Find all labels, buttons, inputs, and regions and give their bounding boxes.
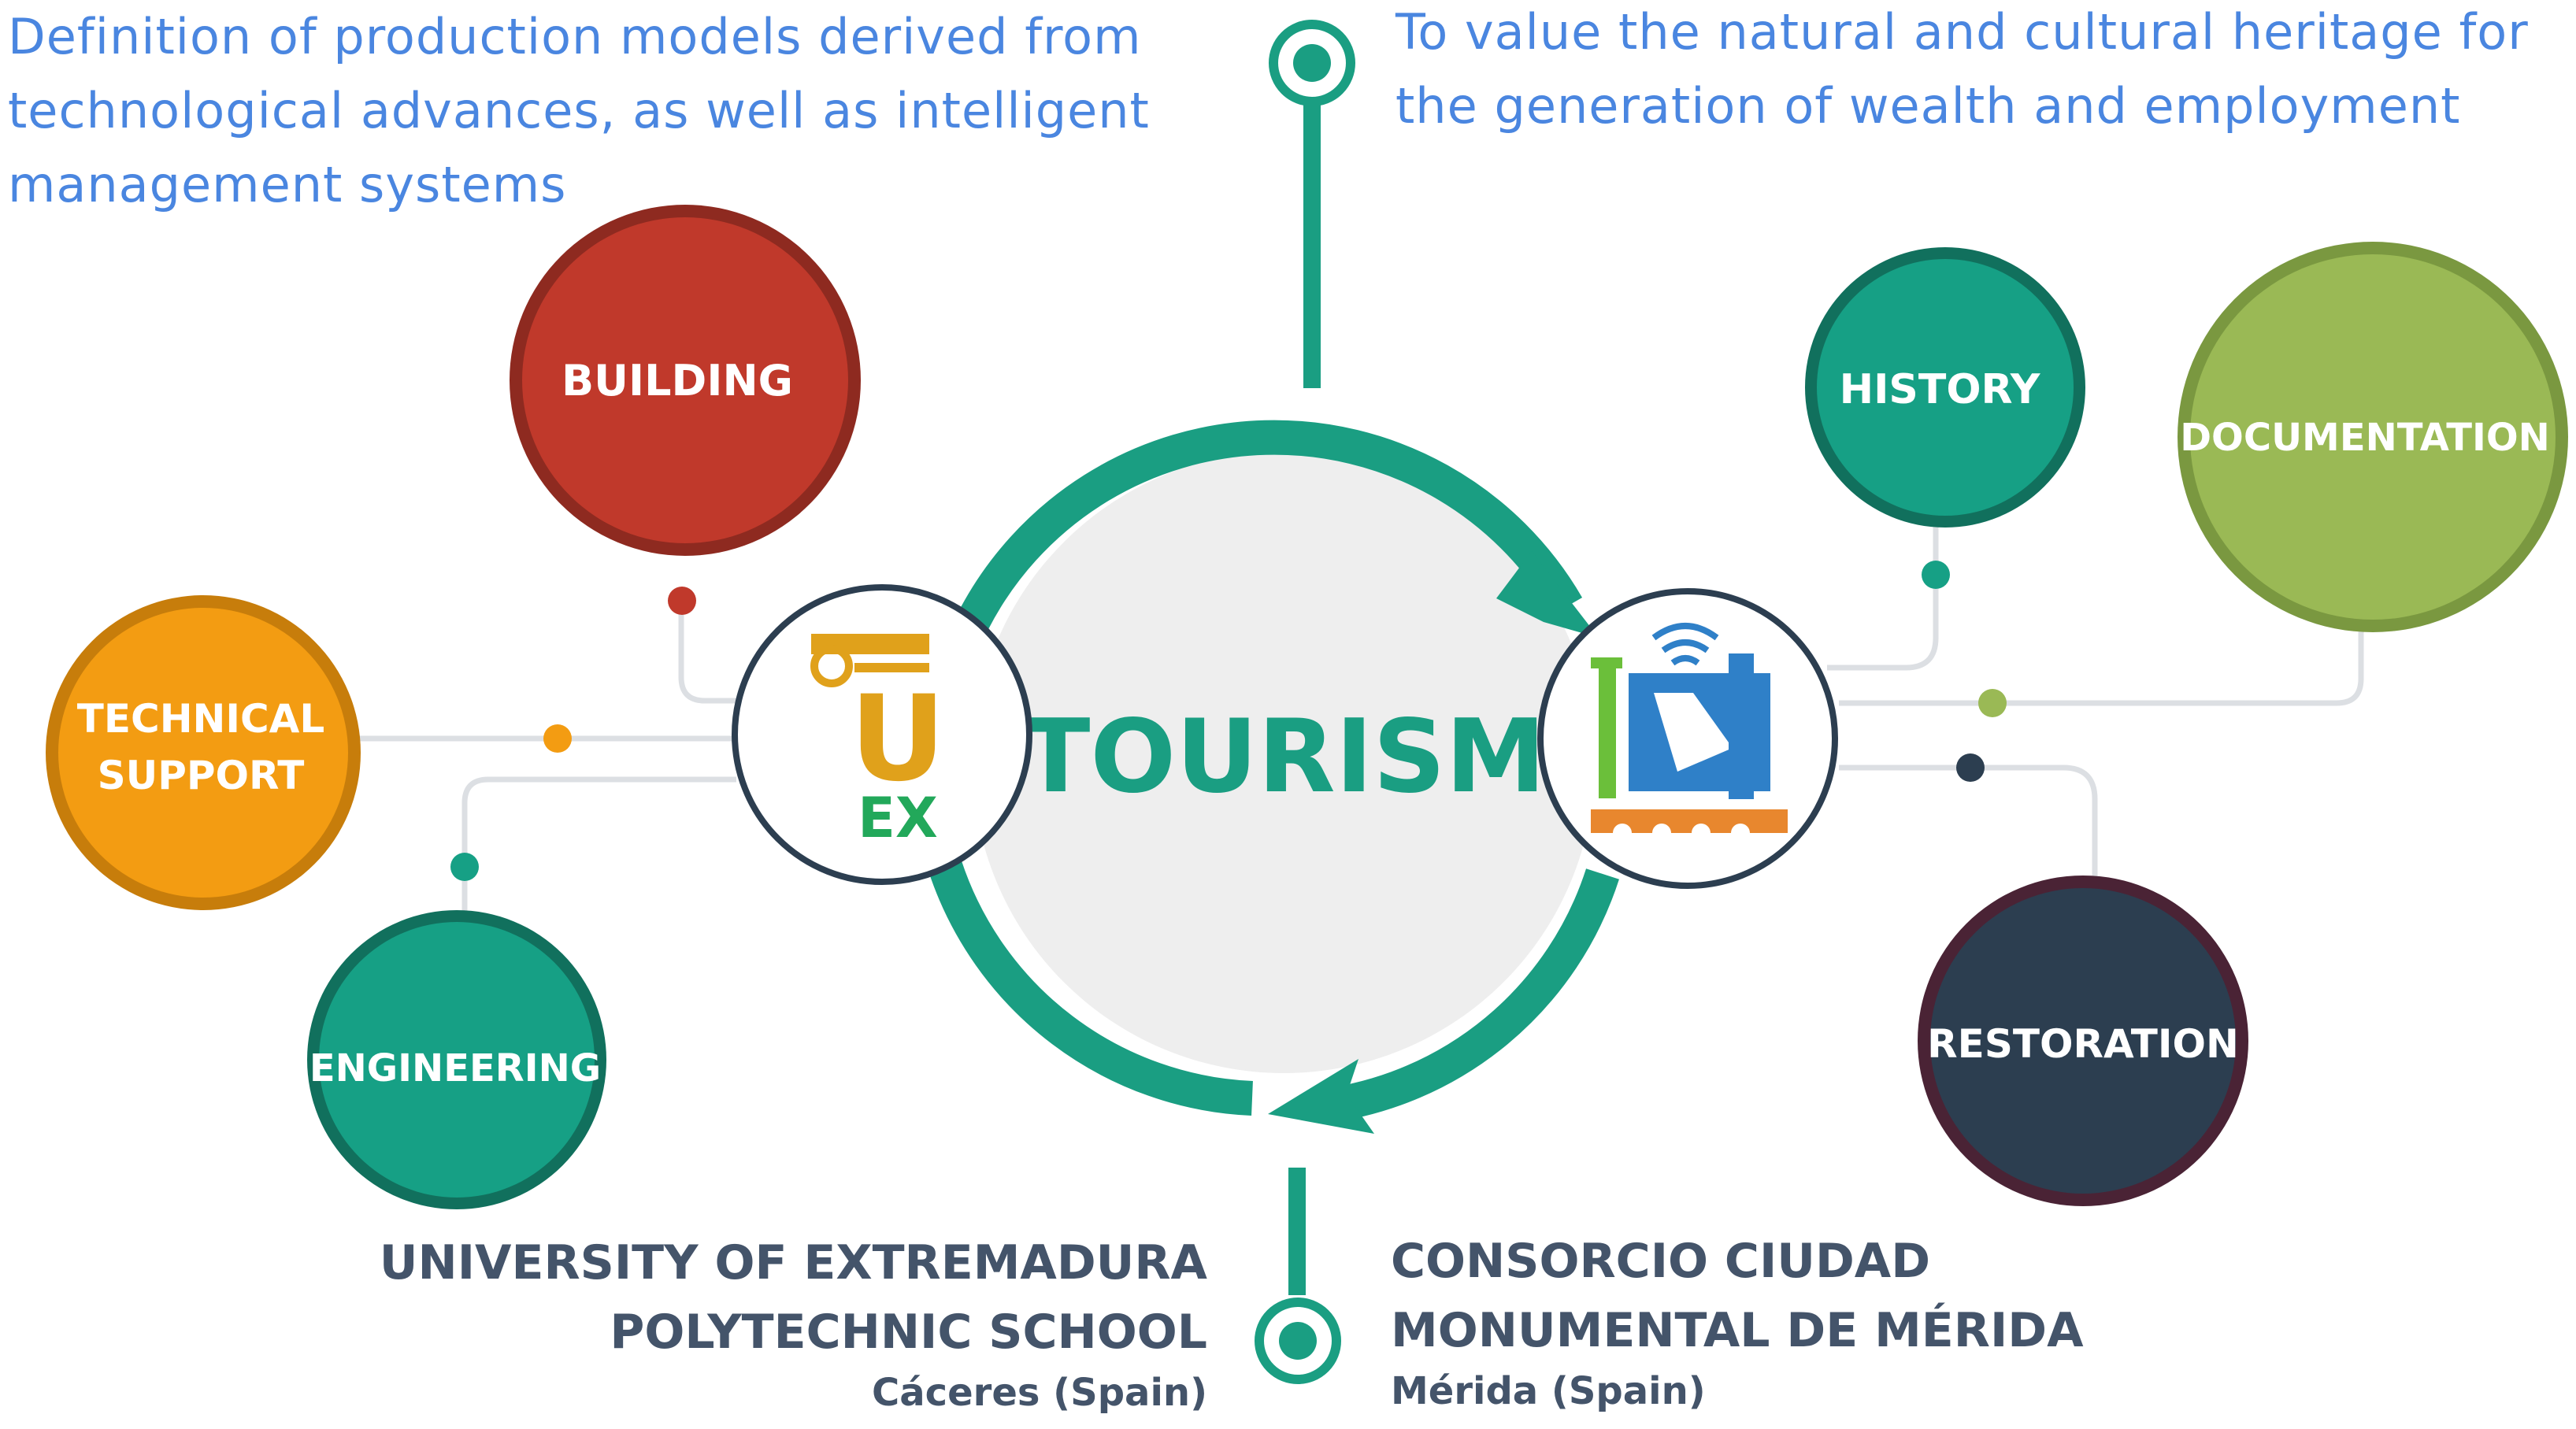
center-title: TOURISM: [1021, 698, 1546, 816]
objective-left: Definition of production models derived …: [8, 0, 1236, 222]
bottom-pin-icon: [1255, 1298, 1341, 1384]
topic-technical-support-fill: [58, 608, 348, 898]
topic-technical-support: TECHNICAL SUPPORT: [46, 595, 361, 910]
topic-history: HISTORY: [1805, 247, 2085, 528]
topic-documentation-fill: [2190, 254, 2556, 620]
topic-restoration-label: RESTORATION: [1927, 1021, 2239, 1067]
objective-left-line: management systems: [8, 156, 567, 213]
bottom-arrowhead-icon: [1268, 1059, 1374, 1134]
connector-documentation: [1839, 626, 2364, 706]
topic-building-fill: [522, 217, 848, 543]
top-stem: [1303, 102, 1321, 388]
bottom-stem: [1288, 1168, 1306, 1295]
left-arrow-arc: [928, 861, 1253, 1116]
topic-technical-support-label-line2: SUPPORT: [98, 753, 305, 798]
dot-history: [1922, 561, 1950, 589]
center-circle: [973, 451, 1595, 1073]
dot-documentation: [1978, 689, 2007, 717]
dot-building: [668, 587, 696, 615]
topic-engineering: ENGINEERING: [307, 910, 606, 1209]
objective-left-line: Definition of production models derived …: [8, 8, 1142, 65]
uex-logo-icon: U EX: [810, 634, 946, 850]
institution-left-name-line2: POLYTECHNIC SCHOOL: [610, 1305, 1207, 1360]
institution-left: UNIVERSITY OF EXTREMADURA POLYTECHNIC SC…: [183, 1228, 1207, 1419]
institution-left-name-line1: UNIVERSITY OF EXTREMADURA: [379, 1235, 1207, 1290]
institution-right: CONSORCIO CIUDAD MONUMENTAL DE MÉRIDA Mé…: [1391, 1227, 2415, 1417]
topic-history-fill: [1817, 259, 2074, 516]
top-arrow-arc: [957, 420, 1583, 631]
topic-documentation: DOCUMENTATION: [2178, 242, 2568, 632]
objective-left-line: technological advances, as well as intel…: [8, 82, 1150, 139]
top-arrowhead-icon: [1496, 551, 1599, 638]
connector-history: [1827, 524, 1939, 671]
topic-engineering-label: ENGINEERING: [309, 1046, 601, 1090]
uex-logo-u: U: [850, 671, 946, 808]
objective-right: To value the natural and cultural herita…: [1395, 0, 2573, 143]
dot-engineering: [450, 853, 479, 881]
topic-technical-support-label-line1: TECHNICAL: [77, 696, 325, 742]
dot-technical-support: [543, 724, 572, 753]
uex-logo-circle: U EX: [732, 584, 1032, 885]
connector-restoration: [1839, 764, 2098, 886]
institution-right-name-line1: CONSORCIO CIUDAD: [1391, 1234, 1931, 1289]
connector-engineering: [461, 776, 736, 921]
dot-restoration: [1956, 753, 1985, 782]
institution-right-name-line2: MONUMENTAL DE MÉRIDA: [1391, 1303, 2084, 1358]
topic-history-label: HISTORY: [1840, 366, 2041, 413]
top-pin-icon: [1269, 20, 1355, 106]
topic-documentation-label: DOCUMENTATION: [2180, 416, 2550, 460]
topic-building-label: BUILDING: [562, 356, 793, 405]
institution-right-location: Mérida (Spain): [1391, 1369, 1706, 1413]
uex-logo-ex: EX: [858, 786, 938, 850]
merida-logo-circle: [1537, 588, 1838, 889]
connector-lines: [358, 524, 2364, 921]
topic-building: BUILDING: [510, 205, 861, 556]
topic-engineering-fill: [319, 922, 595, 1198]
institution-left-location: Cáceres (Spain): [872, 1371, 1207, 1415]
topic-restoration: RESTORATION: [1918, 876, 2248, 1206]
objective-right-line: To value the natural and cultural herita…: [1395, 3, 2529, 61]
consorcio-merida-logo-icon: [1591, 623, 1788, 842]
topic-restoration-fill: [1930, 888, 2236, 1194]
right-arrow-arc: [1321, 868, 1619, 1124]
connector-building: [678, 602, 736, 704]
objective-right-line: the generation of wealth and employment: [1395, 77, 2461, 135]
